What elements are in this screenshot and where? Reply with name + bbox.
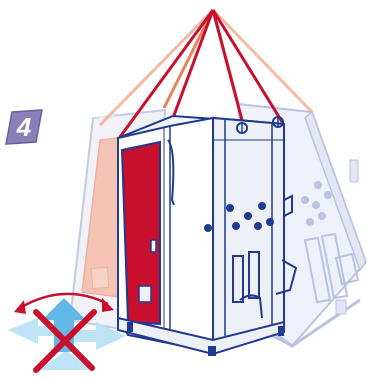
side-hole — [226, 204, 234, 212]
step-number: 4 — [16, 112, 32, 142]
door-label-plate — [139, 286, 151, 302]
step-badge: 4 — [6, 110, 42, 144]
no-tilting-warning-icon — [8, 294, 126, 370]
electrical-cabinet — [118, 116, 296, 356]
door-handle — [151, 240, 156, 252]
